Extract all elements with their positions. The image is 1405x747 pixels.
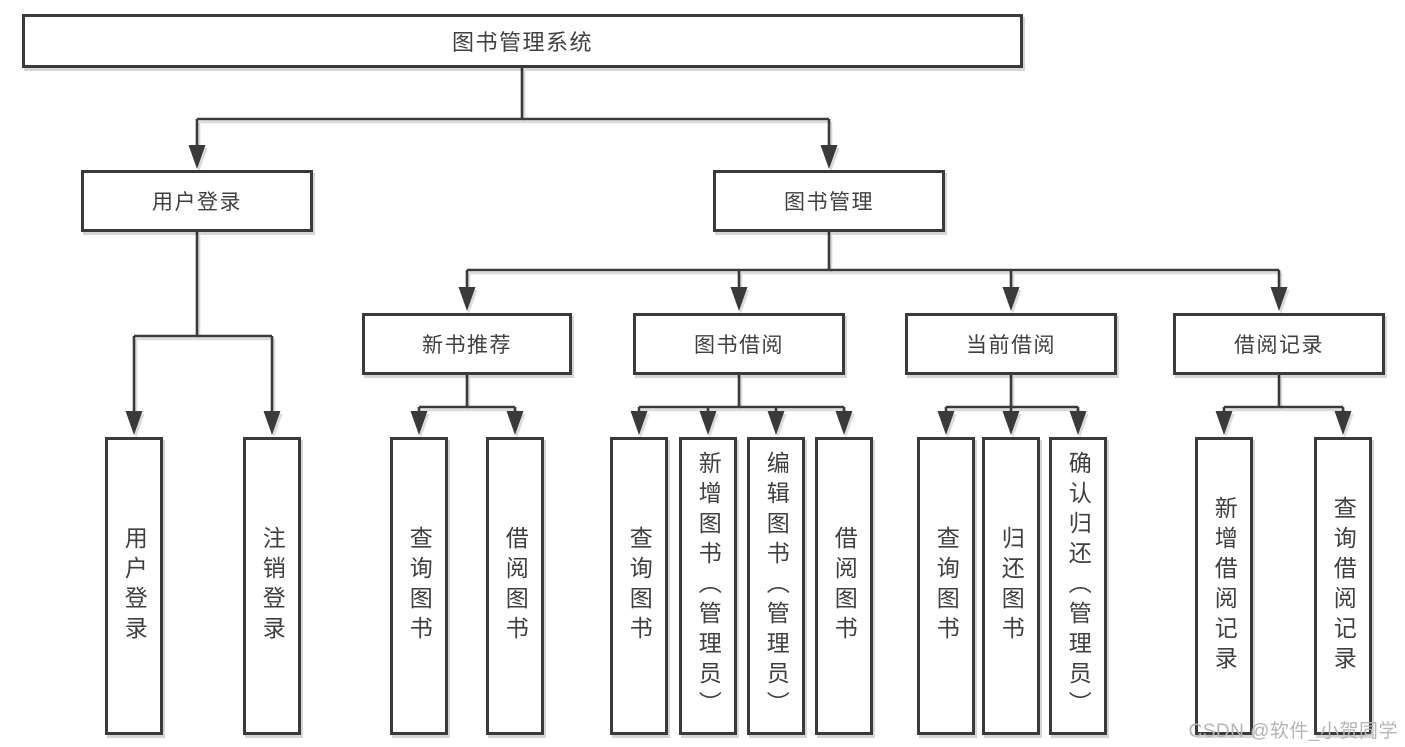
leaf-cb-query-books: 查询图书 [917,437,975,735]
leaf-bb-query-books-label: 查询图书 [626,526,653,646]
node-root: 图书管理系统 [22,14,1023,68]
leaf-bb-add-books-label: 新增图书（管理员） [695,451,722,721]
node-user-login-label: 用户登录 [152,191,242,214]
node-new-book-recommend-label: 新书推荐 [422,334,512,357]
leaf-nbr-query-books-label: 查询图书 [406,526,433,646]
node-new-book-recommend: 新书推荐 [362,313,572,375]
leaf-cb-confirm-return-label: 确认归还（管理员） [1065,451,1092,721]
leaf-bb-borrow-books: 借阅图书 [815,437,873,735]
node-book-borrow: 图书借阅 [633,313,845,375]
node-book-management-label: 图书管理 [784,191,874,214]
leaf-br-add-record-label: 新增借阅记录 [1211,496,1238,676]
watermark-text: CSDN @软件_小贺同学 [1188,721,1398,742]
leaf-logout-label: 注销登录 [259,526,286,646]
leaf-bb-add-books: 新增图书（管理员） [679,437,737,735]
leaf-nbr-borrow-books-label: 借阅图书 [502,526,529,646]
node-current-borrow-label: 当前借阅 [966,334,1056,357]
leaf-br-query-record-label: 查询借阅记录 [1330,496,1357,676]
leaf-cb-return-books-label: 归还图书 [998,526,1025,646]
leaf-bb-edit-books: 编辑图书（管理员） [747,437,805,735]
leaf-nbr-borrow-books: 借阅图书 [486,437,544,735]
leaf-bb-borrow-books-label: 借阅图书 [831,526,858,646]
node-root-label: 图书管理系统 [451,30,593,55]
leaf-bb-query-books: 查询图书 [610,437,668,735]
leaf-bb-edit-books-label: 编辑图书（管理员） [763,451,790,721]
leaf-br-add-record: 新增借阅记录 [1195,437,1253,735]
leaf-br-query-record: 查询借阅记录 [1314,437,1372,735]
leaf-nbr-query-books: 查询图书 [390,437,448,735]
leaf-cb-return-books: 归还图书 [982,437,1040,735]
leaf-user-login-label: 用户登录 [121,526,148,646]
node-borrow-records-label: 借阅记录 [1234,334,1324,357]
node-user-login: 用户登录 [81,170,313,232]
node-borrow-records: 借阅记录 [1173,313,1385,375]
node-book-borrow-label: 图书借阅 [694,334,784,357]
leaf-cb-query-books-label: 查询图书 [933,526,960,646]
leaf-cb-confirm-return: 确认归还（管理员） [1049,437,1107,735]
node-book-management: 图书管理 [713,170,945,232]
leaf-user-login: 用户登录 [105,437,163,735]
node-current-borrow: 当前借阅 [905,313,1117,375]
leaf-logout: 注销登录 [243,437,301,735]
